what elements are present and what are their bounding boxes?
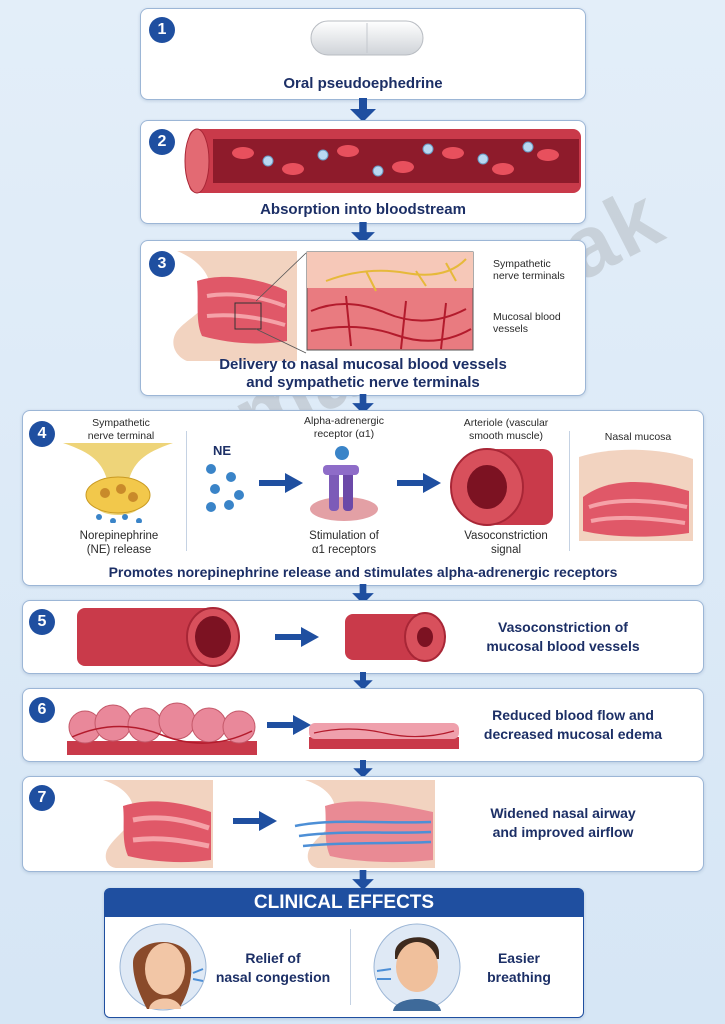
label-nerve-line2: nerve terminals (493, 270, 565, 282)
nasal-mucosa-icon (579, 449, 693, 541)
step-6-badge: 6 (29, 697, 55, 723)
mucosa-closeup-icon (306, 251, 474, 351)
divider (350, 929, 351, 1005)
ne-label: NE (213, 443, 232, 458)
stimulation-line1: Stimulation of (309, 530, 379, 542)
receptor-icon (310, 446, 378, 521)
effect-1-line2: nasal congestion (215, 969, 331, 985)
label-nerve-line1: Sympathetic (493, 258, 551, 270)
nasal-mucosa-label: Nasal mucosa (604, 431, 672, 443)
arrow-down-icon (353, 672, 373, 690)
dilated-vessel-icon (77, 607, 240, 667)
ne-release-line1: Norepinephrine (79, 530, 159, 542)
label-vessel-line2: vessels (493, 323, 529, 335)
step-3-caption-line1: Delivery to nasal mucosal blood vessels (219, 356, 507, 373)
step-3-panel: 3 Sympathetic nerve terminals Mucosal bl… (140, 240, 586, 396)
step-5-text-line1: Vasoconstriction of (498, 619, 628, 635)
step-7-text-line2: and improved airflow (492, 824, 634, 840)
nerve-terminal-icon (63, 443, 173, 523)
arteriole-line2: smooth muscle) (468, 430, 544, 442)
step-3-badge: 3 (149, 251, 175, 277)
step-2-panel: 2 Absorption into bloodstream (140, 120, 586, 224)
blood-vessel-icon (184, 128, 581, 194)
step-4-panel: 4 Sympathetic nerve terminal Norepinephr… (22, 410, 704, 586)
arrow-down-icon (352, 870, 374, 890)
step-6-text-line2: decreased mucosal edema (483, 726, 663, 742)
arrow-right-icon (275, 627, 319, 647)
step-2-caption: Absorption into bloodstream (260, 201, 466, 218)
arrow-right-icon (259, 473, 303, 493)
step-7-badge: 7 (29, 785, 55, 811)
nerve-terminal-line1: Sympathetic (92, 417, 150, 429)
constricted-vessel-icon (345, 612, 446, 662)
step-7-text-line1: Widened nasal airway (490, 805, 636, 821)
step-3-caption-line2: and sympathetic nerve terminals (246, 374, 480, 391)
step-2-badge: 2 (149, 129, 175, 155)
step-5-badge: 5 (29, 609, 55, 635)
effect-2-line2: breathing (487, 969, 551, 985)
step-1-caption: Oral pseudoephedrine (283, 75, 443, 92)
swollen-mucosa-icon (67, 702, 257, 755)
arrow-right-icon (397, 473, 441, 493)
divider (569, 431, 570, 551)
man-face-icon (373, 923, 461, 1011)
reduced-mucosa-icon (309, 723, 459, 749)
step-7-panel: 7 Widened nasal airway and improved airf… (22, 776, 704, 872)
arrow-right-icon (233, 811, 277, 831)
congested-nose-icon (103, 780, 213, 868)
vasoconstriction-signal-line2: signal (490, 544, 522, 556)
arteriole-icon (450, 448, 553, 526)
vasoconstriction-signal-line1: Vasoconstriction (464, 530, 548, 542)
clinical-effects-panel: CLINICAL EFFECTS Relief of nasal congest… (104, 888, 584, 1018)
arrow-down-icon (350, 98, 376, 122)
receptor-line1: Alpha-adrenergic (304, 415, 384, 427)
arrow-down-icon (352, 394, 374, 414)
step-5-text-line2: mucosal blood vessels (486, 638, 640, 654)
arrow-down-icon (353, 760, 373, 778)
label-vessel-line1: Mucosal blood (493, 311, 561, 323)
clinical-effects-title: CLINICAL EFFECTS (105, 889, 583, 917)
effect-2-line1: Easier (497, 950, 541, 966)
step-1-panel: 1 Oral pseudoephedrine (140, 8, 586, 100)
step-1-badge: 1 (149, 17, 175, 43)
step-6-text-line1: Reduced blood flow and (492, 707, 654, 723)
clear-airway-icon (294, 780, 435, 868)
effect-1-line1: Relief of (245, 950, 301, 966)
woman-face-icon (119, 923, 207, 1011)
arrow-down-icon (352, 584, 374, 604)
arteriole-line1: Arteriole (vascular (463, 417, 549, 429)
step-4-caption: Promotes norepinephrine release and stim… (108, 564, 618, 580)
step-5-panel: 5 Vasoconstriction of mucosal blood vess… (22, 600, 704, 674)
arrow-right-icon (267, 715, 311, 735)
divider (186, 431, 187, 551)
step-4-badge: 4 (29, 421, 55, 447)
stimulation-line2: α1 receptors (311, 544, 377, 556)
zoom-lines (256, 252, 307, 354)
receptor-line2: receptor (α1) (313, 428, 375, 440)
nerve-terminal-line2: nerve terminal (87, 430, 155, 442)
pill-icon (310, 20, 424, 56)
ne-release-line2: (NE) release (86, 544, 152, 556)
arrow-down-icon (351, 222, 375, 244)
step-6-panel: 6 Reduced blood flow and decreased mucos… (22, 688, 704, 762)
ne-molecules-icon (206, 464, 244, 512)
